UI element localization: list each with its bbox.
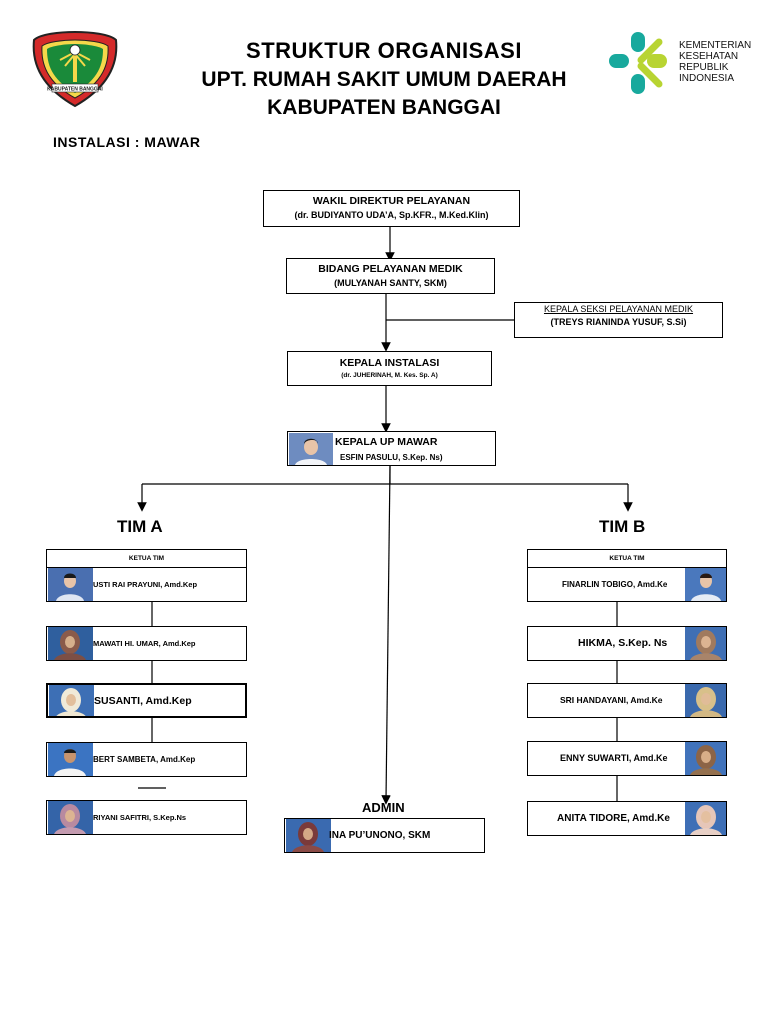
team-b-photo-3 <box>685 684 726 717</box>
person-avatar-icon <box>48 743 93 776</box>
team-b-photo-2 <box>685 627 726 660</box>
team-b-photo-1 <box>685 568 726 601</box>
person-avatar-icon <box>685 568 726 601</box>
team-a-photo-2 <box>48 627 93 660</box>
seksi-role: KEPALA SEKSI PELAYANAN MEDIK <box>543 304 694 314</box>
team-b-label: TIM B <box>599 517 646 536</box>
kemenkes-logo-text: KEMENTERIAN KESEHATAN REPUBLIK INDONESIA <box>679 40 752 84</box>
box-wakil-direktur: WAKIL DIREKTUR PELAYANAN (dr. BUDIYANTO … <box>263 190 520 227</box>
kepala-up-name: ESFIN PASULU, S.Kep. Ns) <box>340 453 443 462</box>
team-a-member-4-name: BERT SAMBETA, Amd.Kep <box>93 755 196 764</box>
team-a-photo-4 <box>48 743 93 776</box>
person-avatar-icon <box>286 819 331 852</box>
team-b-photo-4 <box>685 742 726 775</box>
wadir-role: WAKIL DIREKTUR PELAYANAN <box>312 195 471 207</box>
admin-member: INA PU’UNONO, SKM <box>284 818 485 853</box>
title-line-2: UPT. RUMAH SAKIT UMUM DAERAH <box>201 68 567 91</box>
box-bidang-pelayanan: BIDANG PELAYANAN MEDIK (MULYANAH SANTY, … <box>286 258 495 294</box>
team-b-member-4: ENNY SUWARTI, Amd.Ke <box>527 741 727 776</box>
kemenkes-logo <box>609 32 667 94</box>
team-a-member-2: MAWATI HI. UMAR, Amd.Kep <box>46 626 247 661</box>
title-line-1: STRUKTUR ORGANISASI <box>246 38 522 63</box>
team-b-member-2: HIKMA, S.Kep. Ns <box>527 626 727 661</box>
team-b-member-1: FINARLIN TOBIGO, Amd.Ke <box>527 567 727 602</box>
person-avatar-icon <box>685 802 726 835</box>
team-b-ketua-label: KETUA TIM <box>527 549 727 568</box>
kepala-up-role: KEPALA UP MAWAR <box>335 436 438 448</box>
team-a-label: TIM A <box>117 517 163 536</box>
instalasi-label: INSTALASI : MAWAR <box>53 134 201 150</box>
bidang-role: BIDANG PELAYANAN MEDIK <box>318 263 463 275</box>
box-kepala-instalasi: KEPALA INSTALASI (dr. JUHERINAH, M. Kes.… <box>287 351 492 386</box>
team-a-member-5: RIYANI SAFITRI, S.Kep.Ns <box>46 800 247 835</box>
banggai-regency-logo: KABUPATEN BANGGAI <box>32 30 118 108</box>
team-b-member-5: ANITA TIDORE, Amd.Ke <box>527 801 727 836</box>
team-a-photo-5 <box>48 801 93 834</box>
team-a-member-3: SUSANTI, Amd.Kep <box>46 683 247 718</box>
kepala-up-photo <box>289 433 333 465</box>
admin-name: INA PU’UNONO, SKM <box>329 830 431 841</box>
box-kepala-seksi: KEPALA SEKSI PELAYANAN MEDIK (TREYS RIAN… <box>514 302 723 338</box>
person-avatar-icon <box>685 627 726 660</box>
team-b-member-2-name: HIKMA, S.Kep. Ns <box>578 637 668 649</box>
team-a-photo-3 <box>49 685 94 716</box>
kepala-instalasi-role: KEPALA INSTALASI <box>339 357 440 369</box>
team-a-member-1-name: USTI RAI PRAYUNI, Amd.Kep <box>93 580 198 589</box>
team-a-member-3-name: SUSANTI, Amd.Kep <box>94 695 192 707</box>
team-b-member-3: SRI HANDAYANI, Amd.Ke <box>527 683 727 718</box>
person-avatar-icon <box>48 801 93 834</box>
person-avatar-icon <box>49 685 94 716</box>
team-a-member-5-name: RIYANI SAFITRI, S.Kep.Ns <box>93 813 187 822</box>
team-a-photo-1 <box>48 568 93 601</box>
team-b-member-5-name: ANITA TIDORE, Amd.Ke <box>557 813 670 824</box>
title-line-3: KABUPATEN BANGGAI <box>267 96 501 119</box>
regency-logo-text: KABUPATEN BANGGAI <box>47 87 103 93</box>
bidang-name: (MULYANAH SANTY, SKM) <box>334 278 447 288</box>
team-b-photo-5 <box>685 802 726 835</box>
admin-label: ADMIN <box>362 800 405 815</box>
team-a-member-4: BERT SAMBETA, Amd.Kep <box>46 742 247 777</box>
team-b-member-3-name: SRI HANDAYANI, Amd.Ke <box>560 695 663 705</box>
kepala-instalasi-name: (dr. JUHERINAH, M. Kes. Sp. A) <box>341 372 438 379</box>
team-b-member-1-name: FINARLIN TOBIGO, Amd.Ke <box>562 580 668 589</box>
team-a-member-2-name: MAWATI HI. UMAR, Amd.Kep <box>93 639 196 648</box>
team-b-member-4-name: ENNY SUWARTI, Amd.Ke <box>560 753 668 763</box>
team-a-ketua-label: KETUA TIM <box>46 549 247 568</box>
wadir-name: (dr. BUDIYANTO UDA’A, Sp.KFR., M.Ked.Kli… <box>294 210 489 220</box>
person-avatar-icon <box>685 742 726 775</box>
person-avatar-icon <box>685 684 726 717</box>
team-a-member-1: USTI RAI PRAYUNI, Amd.Kep <box>46 567 247 602</box>
person-avatar-icon <box>289 433 333 465</box>
box-kepala-up: KEPALA UP MAWAR ESFIN PASULU, S.Kep. Ns) <box>287 431 496 466</box>
admin-photo <box>286 819 331 852</box>
person-avatar-icon <box>48 568 93 601</box>
seksi-name: (TREYS RIANINDA YUSUF, S.Si) <box>550 317 687 327</box>
person-avatar-icon <box>48 627 93 660</box>
